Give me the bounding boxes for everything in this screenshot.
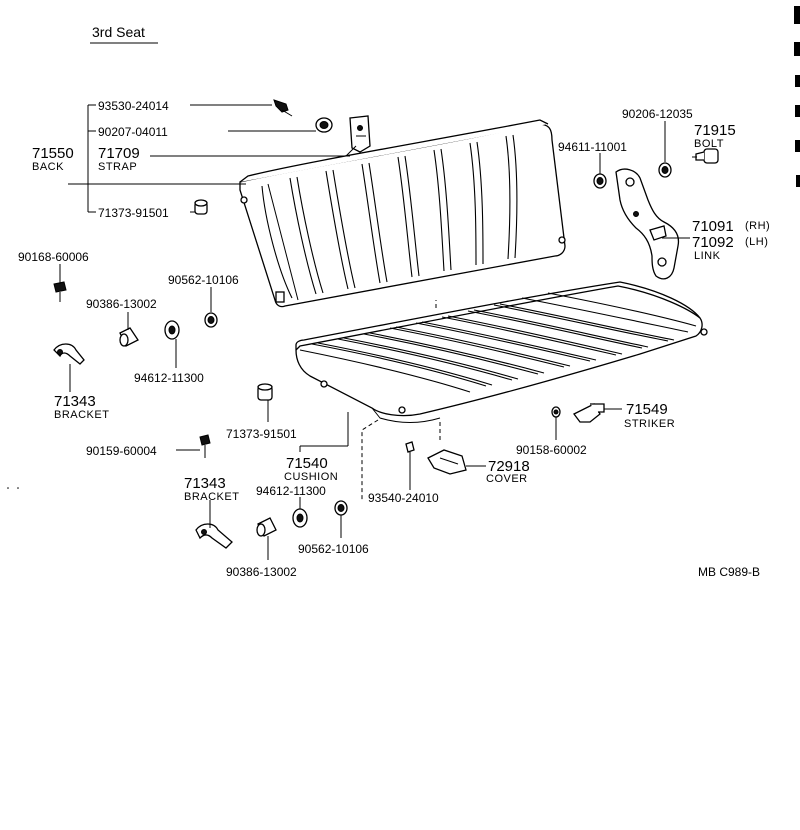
label-90206: 90206-12035 — [622, 107, 693, 121]
link-part — [615, 168, 680, 280]
label-back: BACK — [32, 161, 64, 173]
screw-90158 — [551, 406, 561, 418]
dashed-connector-2 — [361, 419, 379, 502]
collar-90386-bottom — [256, 517, 277, 537]
label-71343-top: 71343 — [54, 393, 96, 410]
nut-90562-top — [204, 312, 218, 328]
label-71373-middle: 71373-91501 — [226, 427, 297, 441]
label-striker: STRIKER — [624, 418, 675, 430]
label-93540: 93540-24010 — [368, 491, 439, 505]
label-strap: STRAP — [98, 161, 137, 173]
label-90562-top: 90562-10106 — [168, 273, 239, 287]
label-90207: 90207-04011 — [98, 125, 168, 139]
back-hinge-tab — [275, 291, 285, 303]
screw-93530 — [273, 99, 293, 117]
label-71091: 71091 — [692, 218, 734, 235]
cap-71373-middle — [257, 383, 273, 401]
label-90386-bottom: 90386-13002 — [226, 565, 297, 579]
washer-94612-bottom — [292, 508, 308, 528]
seat-cushion — [295, 281, 708, 423]
nut-94611 — [593, 173, 607, 189]
label-90168: 90168-60006 — [18, 250, 89, 264]
bracket-71343-bottom — [195, 523, 233, 549]
nut-90207 — [315, 117, 333, 133]
label-cushion: CUSHION — [284, 471, 338, 483]
label-71709: 71709 — [98, 145, 140, 162]
label-90386-top: 90386-13002 — [86, 297, 157, 311]
collar-90386-top — [119, 327, 139, 347]
label-71343-bottom: 71343 — [184, 475, 226, 492]
label-71549: 71549 — [626, 401, 668, 418]
cover-72918 — [427, 449, 467, 475]
label-bolt: BOLT — [694, 138, 724, 150]
edge-marks — [794, 6, 800, 187]
washer-90206 — [658, 162, 672, 178]
label-94611: 94611-11001 — [558, 140, 627, 154]
label-rh: (RH) — [745, 220, 770, 232]
label-link: LINK — [694, 250, 721, 262]
bolt-90168 — [53, 281, 67, 302]
nut-90562-bottom — [334, 500, 348, 516]
label-71550: 71550 — [32, 145, 74, 162]
label-bracket-top: BRACKET — [54, 409, 109, 421]
seat-back-ribs — [261, 134, 518, 299]
label-90562-bottom: 90562-10106 — [298, 542, 369, 556]
label-93530: 93530-24014 — [98, 99, 169, 113]
label-bracket-bottom: BRACKET — [184, 491, 239, 503]
label-94612-bottom: 94612-11300 — [256, 484, 326, 498]
stray-mark-2 — [17, 487, 19, 489]
screw-93540 — [405, 441, 415, 453]
washer-94612-top — [164, 320, 180, 340]
bracket-71343-top — [53, 343, 85, 365]
stray-mark — [7, 487, 9, 489]
label-90158: 90158-60002 — [516, 443, 587, 457]
cap-71373-top — [194, 199, 208, 215]
label-lh: (LH) — [745, 236, 768, 248]
label-71540: 71540 — [286, 455, 328, 472]
label-72918: 72918 — [488, 458, 530, 475]
screw-90159 — [199, 434, 211, 458]
label-71092: 71092 — [692, 234, 734, 251]
label-90159: 90159-60004 — [86, 444, 157, 458]
seat-back — [239, 119, 566, 308]
diagram-code: MB C989-B — [698, 565, 760, 579]
label-cover: COVER — [486, 473, 528, 485]
bolt-71915 — [692, 148, 719, 164]
cushion-ribs — [299, 292, 697, 393]
strap-part — [349, 115, 371, 153]
striker-71549 — [573, 403, 605, 423]
diagram-title: 3rd Seat — [92, 24, 145, 40]
leader-lines — [59, 104, 690, 560]
label-71373-top: 71373-91501 — [98, 206, 169, 220]
label-94612-top: 94612-11300 — [134, 371, 204, 385]
label-71915: 71915 — [694, 122, 736, 139]
